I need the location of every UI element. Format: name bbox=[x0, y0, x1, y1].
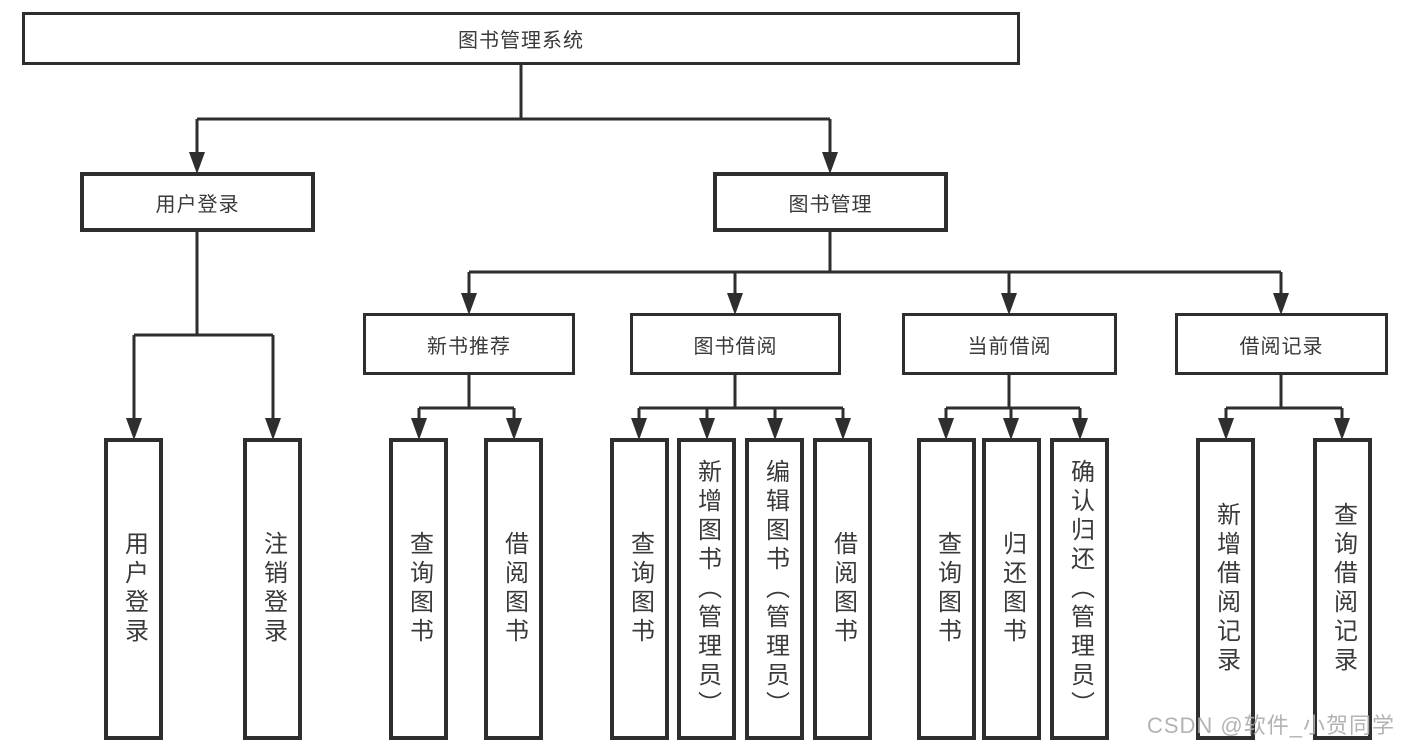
node-label: 确认归还（管理员） bbox=[1066, 458, 1094, 720]
leaf-query-borrow-record: 查询借阅记录 bbox=[1313, 438, 1372, 740]
node-label: 借阅图书 bbox=[829, 531, 857, 647]
node-label: 图书管理系统 bbox=[458, 30, 584, 52]
leaf-add-book-admin: 新增图书（管理员） bbox=[677, 438, 736, 740]
leaf-borrow-books-recommend: 借阅图书 bbox=[484, 438, 543, 740]
leaf-query-books-recommend: 查询图书 bbox=[389, 438, 448, 740]
node-label: 查询借阅记录 bbox=[1329, 502, 1357, 676]
leaf-logout: 注销登录 bbox=[243, 438, 302, 740]
node-label: 借阅图书 bbox=[500, 531, 528, 647]
node-label: 新增图书（管理员） bbox=[693, 458, 721, 720]
leaf-add-borrow-record: 新增借阅记录 bbox=[1196, 438, 1255, 740]
node-label: 用户登录 bbox=[120, 531, 148, 647]
node-new-book-recommendation: 新书推荐 bbox=[363, 313, 575, 375]
arrowheads bbox=[126, 152, 1350, 440]
node-label: 新书推荐 bbox=[427, 335, 511, 358]
leaf-return-books: 归还图书 bbox=[982, 438, 1041, 740]
node-book-management: 图书管理 bbox=[713, 172, 948, 232]
node-user-login: 用户登录 bbox=[80, 172, 315, 232]
node-label: 归还图书 bbox=[998, 531, 1026, 647]
node-library-system: 图书管理系统 bbox=[22, 12, 1020, 65]
node-label: 图书管理 bbox=[788, 193, 873, 216]
node-label: 查询图书 bbox=[626, 531, 654, 647]
node-current-borrowing: 当前借阅 bbox=[902, 313, 1117, 375]
leaf-query-books-borrowing: 查询图书 bbox=[610, 438, 669, 740]
leaf-confirm-return-admin: 确认归还（管理员） bbox=[1050, 438, 1109, 740]
node-label: 查询图书 bbox=[405, 531, 433, 647]
node-label: 用户登录 bbox=[155, 193, 240, 216]
leaf-edit-book-admin: 编辑图书（管理员） bbox=[745, 438, 804, 740]
node-label: 借阅记录 bbox=[1239, 335, 1324, 358]
leaf-query-books-current: 查询图书 bbox=[917, 438, 976, 740]
csdn-watermark: CSDN @软件_小贺同学 bbox=[1146, 713, 1395, 738]
node-label: 图书借阅 bbox=[693, 335, 778, 358]
node-book-borrowing: 图书借阅 bbox=[630, 313, 841, 375]
leaf-user-login: 用户登录 bbox=[104, 438, 163, 740]
node-label: 新增借阅记录 bbox=[1212, 502, 1240, 676]
node-label: 查询图书 bbox=[933, 531, 961, 647]
leaf-borrow-books-borrowing: 借阅图书 bbox=[813, 438, 872, 740]
node-label: 当前借阅 bbox=[967, 335, 1052, 358]
node-borrowing-records: 借阅记录 bbox=[1175, 313, 1388, 375]
node-label: 编辑图书（管理员） bbox=[761, 458, 789, 720]
node-label: 注销登录 bbox=[259, 531, 287, 647]
